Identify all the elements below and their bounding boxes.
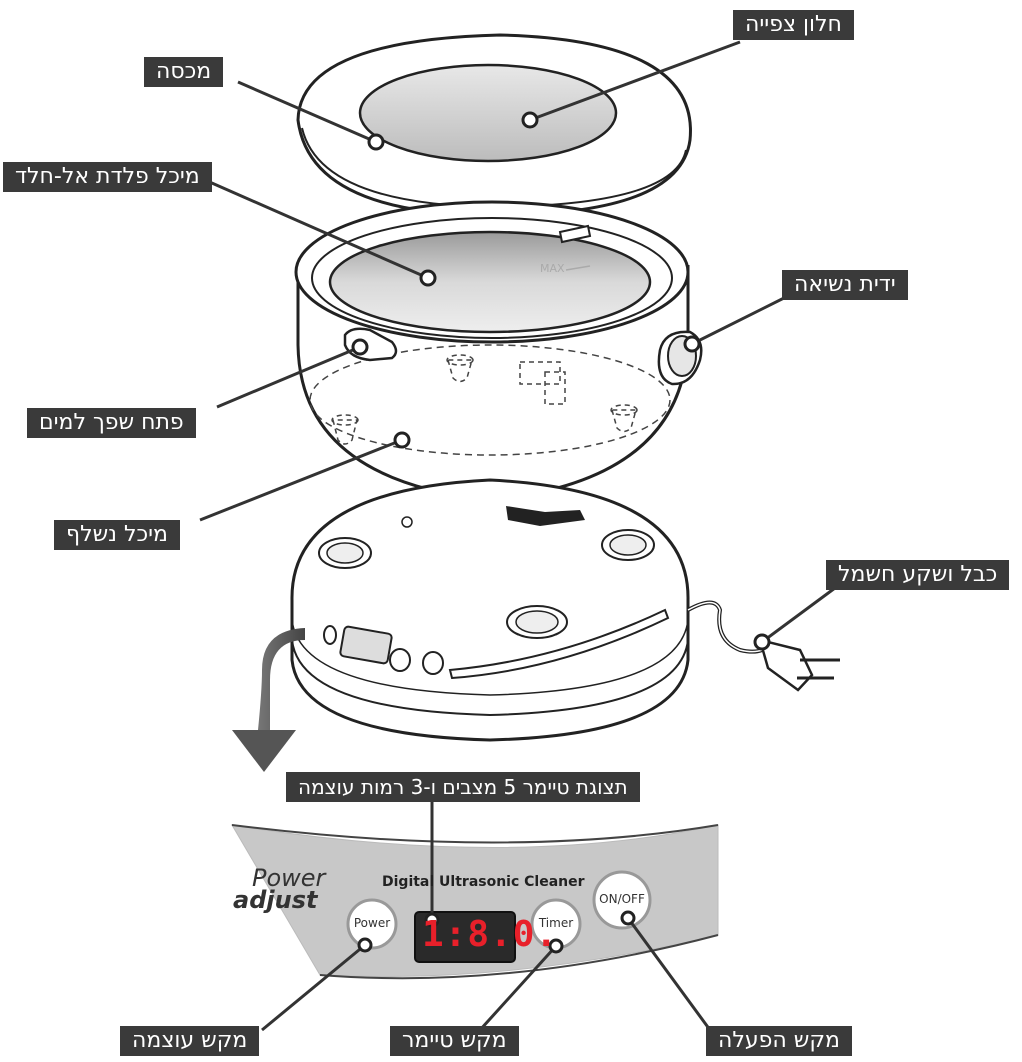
panel-display-digits: 1:8.0. [422, 914, 559, 955]
label-stainless-tank: מיכל פלדת אל-חלד [3, 162, 212, 192]
control-panel [231, 824, 719, 980]
removable-tank: MAX [294, 200, 703, 513]
panel-brand-power: Power [252, 864, 326, 892]
power-key [346, 898, 398, 950]
zoom-arrow [232, 628, 305, 772]
panel-onoff-key-label[interactable]: ON/OFF [599, 892, 645, 906]
callout-dots [351, 111, 771, 954]
viewing-window [358, 63, 618, 163]
label-drain-opening: פתח שפך למים [27, 408, 196, 438]
onoff-key [592, 870, 652, 930]
base-unit [290, 478, 690, 742]
label-lid: מכסה [144, 57, 224, 87]
panel-brand-adjust: adjust [233, 886, 318, 914]
label-carry-handle: ידית נשיאה [782, 270, 908, 300]
power-cable [687, 600, 840, 692]
label-viewing-window: חלון צפייה [733, 10, 854, 40]
max-mark: MAX [540, 262, 565, 275]
label-power-cable: כבל ושקע חשמל [826, 560, 1010, 590]
label-power-button: מקש עוצמה [120, 1026, 260, 1056]
panel-power-key-label[interactable]: Power [353, 916, 391, 930]
timer-display-screen [414, 911, 516, 963]
stainless-tank [328, 230, 652, 334]
lid [296, 33, 692, 217]
label-onoff-button: מקש הפעלה [706, 1026, 852, 1056]
label-timer-button: מקש טיימר [390, 1026, 519, 1056]
panel-product-name: Digital Ultrasonic Cleaner [382, 874, 585, 890]
label-timer-display: תצוגת טיימר 5 מצבים ו-3 רמות עוצמה [286, 772, 640, 802]
panel-timer-key-label[interactable]: Timer [538, 916, 574, 930]
callout-lines [199, 40, 836, 1032]
label-removable-tank: מיכל נשלף [54, 520, 180, 550]
